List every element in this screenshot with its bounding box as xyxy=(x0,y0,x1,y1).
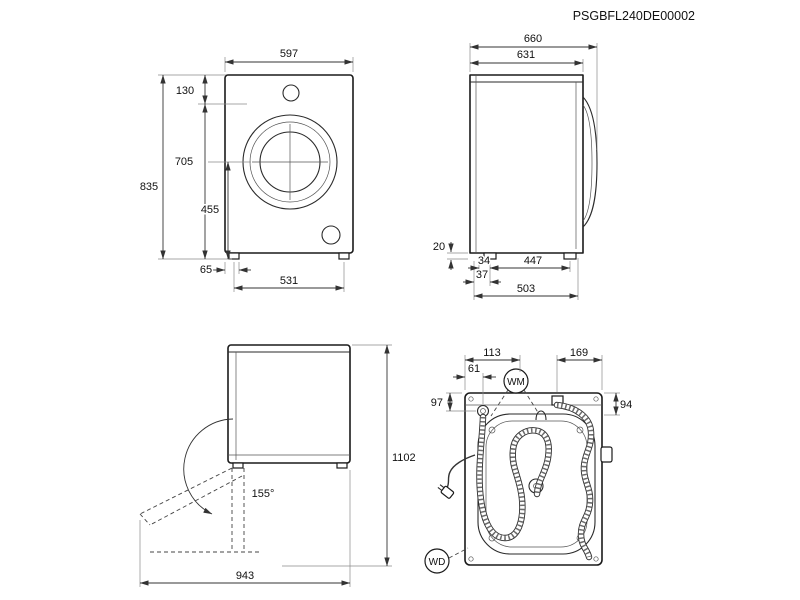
power-plug xyxy=(437,484,455,499)
dim-side-base-depth: 503 xyxy=(517,283,535,295)
dim-open-overall-depth: 943 xyxy=(236,570,254,582)
panel-screw-tr xyxy=(593,396,599,402)
dim-door-opening-angle: 155° xyxy=(252,488,275,500)
dim-front-lower-height: 705 xyxy=(175,156,193,168)
wd-leader xyxy=(448,547,469,559)
filter-flap xyxy=(321,225,341,245)
panel-screw-br xyxy=(593,556,599,562)
open-door-view: 155° 1102 943 xyxy=(139,344,417,587)
side-front-foot xyxy=(563,252,577,260)
front-view: 597 835 130 705 455 65 531 xyxy=(138,47,354,292)
side-door-rim xyxy=(582,104,593,222)
panel-screw-bl xyxy=(468,556,474,562)
side-view: 660 631 20 34 447 37 503 xyxy=(431,32,598,300)
dim-front-door-center-height: 455 xyxy=(201,204,219,216)
rear-view: WM WD 113 169 61 97 94 xyxy=(424,346,634,574)
front-left-foot xyxy=(228,252,240,260)
dim-rear-left-to-hook: 113 xyxy=(483,347,501,359)
transit-bolt-tl xyxy=(488,426,496,434)
dim-rear-inlet-to-right: 169 xyxy=(570,347,588,359)
open-door-outer-edge xyxy=(139,467,233,515)
hose-hook xyxy=(535,410,547,421)
dim-front-top-offset: 130 xyxy=(176,85,194,97)
dim-side-body-depth: 631 xyxy=(517,49,535,61)
open-door-end-cap xyxy=(139,513,151,526)
dim-rear-left-to-drain: 61 xyxy=(468,363,480,375)
open-door-inner-edge xyxy=(149,475,243,526)
dim-rear-top-to-drain: 97 xyxy=(431,397,443,409)
open-view-rear-foot xyxy=(336,462,348,469)
dim-side-feet-spacing: 447 xyxy=(524,255,542,267)
dim-side-rear-foot-offset: 34 xyxy=(478,255,490,267)
dim-front-feet-spacing: 531 xyxy=(280,275,298,287)
transit-bolt-tr xyxy=(576,426,584,434)
dim-front-foot-offset: 65 xyxy=(200,264,212,276)
inlet-hose-connector xyxy=(600,446,613,463)
front-right-foot xyxy=(338,252,350,260)
open-view-front-foot xyxy=(232,462,244,469)
front-cabinet xyxy=(224,74,354,254)
wm-marker-circle xyxy=(503,368,529,394)
wd-marker-circle xyxy=(424,548,450,574)
document-code: PSGBFL240DE00002 xyxy=(573,9,695,23)
open-view-cabinet xyxy=(227,344,351,464)
side-cabinet xyxy=(469,74,584,254)
drain-hose xyxy=(476,413,552,542)
power-cord xyxy=(446,454,476,489)
dim-side-overall-depth: 660 xyxy=(524,33,542,45)
dim-side-foot-height: 20 xyxy=(433,241,445,253)
side-rear-foot xyxy=(483,252,497,260)
detergent-knob xyxy=(282,84,300,102)
wd-marker-label: WD xyxy=(429,557,446,568)
door-swing-arc xyxy=(183,418,234,515)
wm-leader-2 xyxy=(523,389,540,415)
dim-front-height: 835 xyxy=(140,181,158,193)
dim-rear-top-to-inlet: 94 xyxy=(620,399,632,411)
panel-screw-tl xyxy=(468,396,474,402)
dim-open-overall-height: 1102 xyxy=(392,452,416,464)
dim-front-width: 597 xyxy=(280,48,298,60)
side-door-bulge xyxy=(582,96,598,228)
drain-outlet-inner xyxy=(480,408,486,414)
inlet-hose xyxy=(553,401,595,561)
wm-marker-label: WM xyxy=(507,377,525,388)
dim-side-rear-base-offset: 37 xyxy=(476,269,488,281)
wm-leader-1 xyxy=(490,389,509,417)
